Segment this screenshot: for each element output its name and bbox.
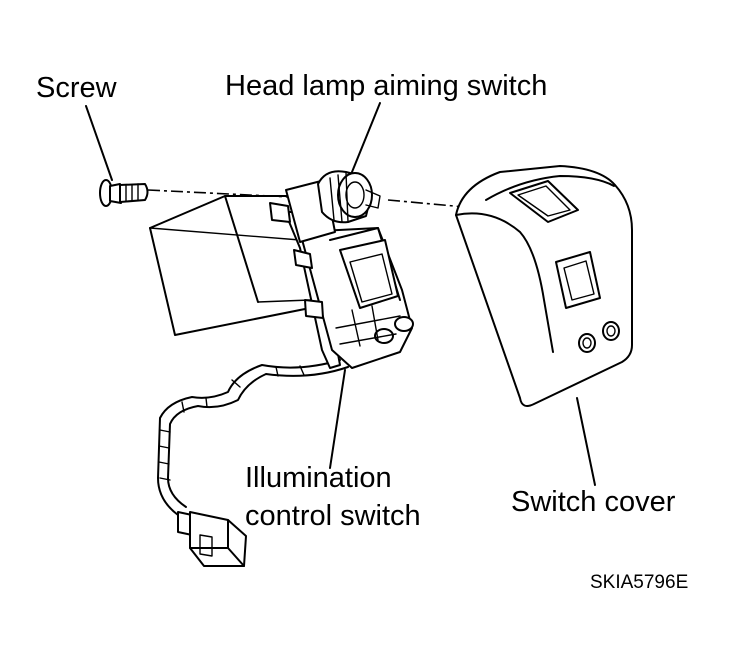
leader-head-lamp [351, 102, 381, 173]
leader-illumination [329, 369, 346, 469]
head-lamp-aiming-switch-label: Head lamp aiming switch [225, 70, 548, 102]
screw-label: Screw [36, 72, 117, 104]
switch-cover-part [455, 165, 633, 407]
leader-switch-cover [576, 397, 596, 486]
switch-cover-label: Switch cover [511, 486, 676, 518]
figure-code: SKIA5796E [590, 572, 689, 593]
switch-assembly [269, 202, 414, 369]
illumination-label-line2: control switch [245, 500, 421, 532]
leader-screw [85, 105, 113, 181]
leader-lines [85, 102, 596, 486]
head-lamp-aiming-dial [285, 170, 381, 243]
screw-part [99, 179, 149, 207]
illumination-label-line1: Illumination [245, 462, 392, 494]
switch-housing-outline [149, 195, 321, 336]
wiring-harness [157, 359, 349, 567]
